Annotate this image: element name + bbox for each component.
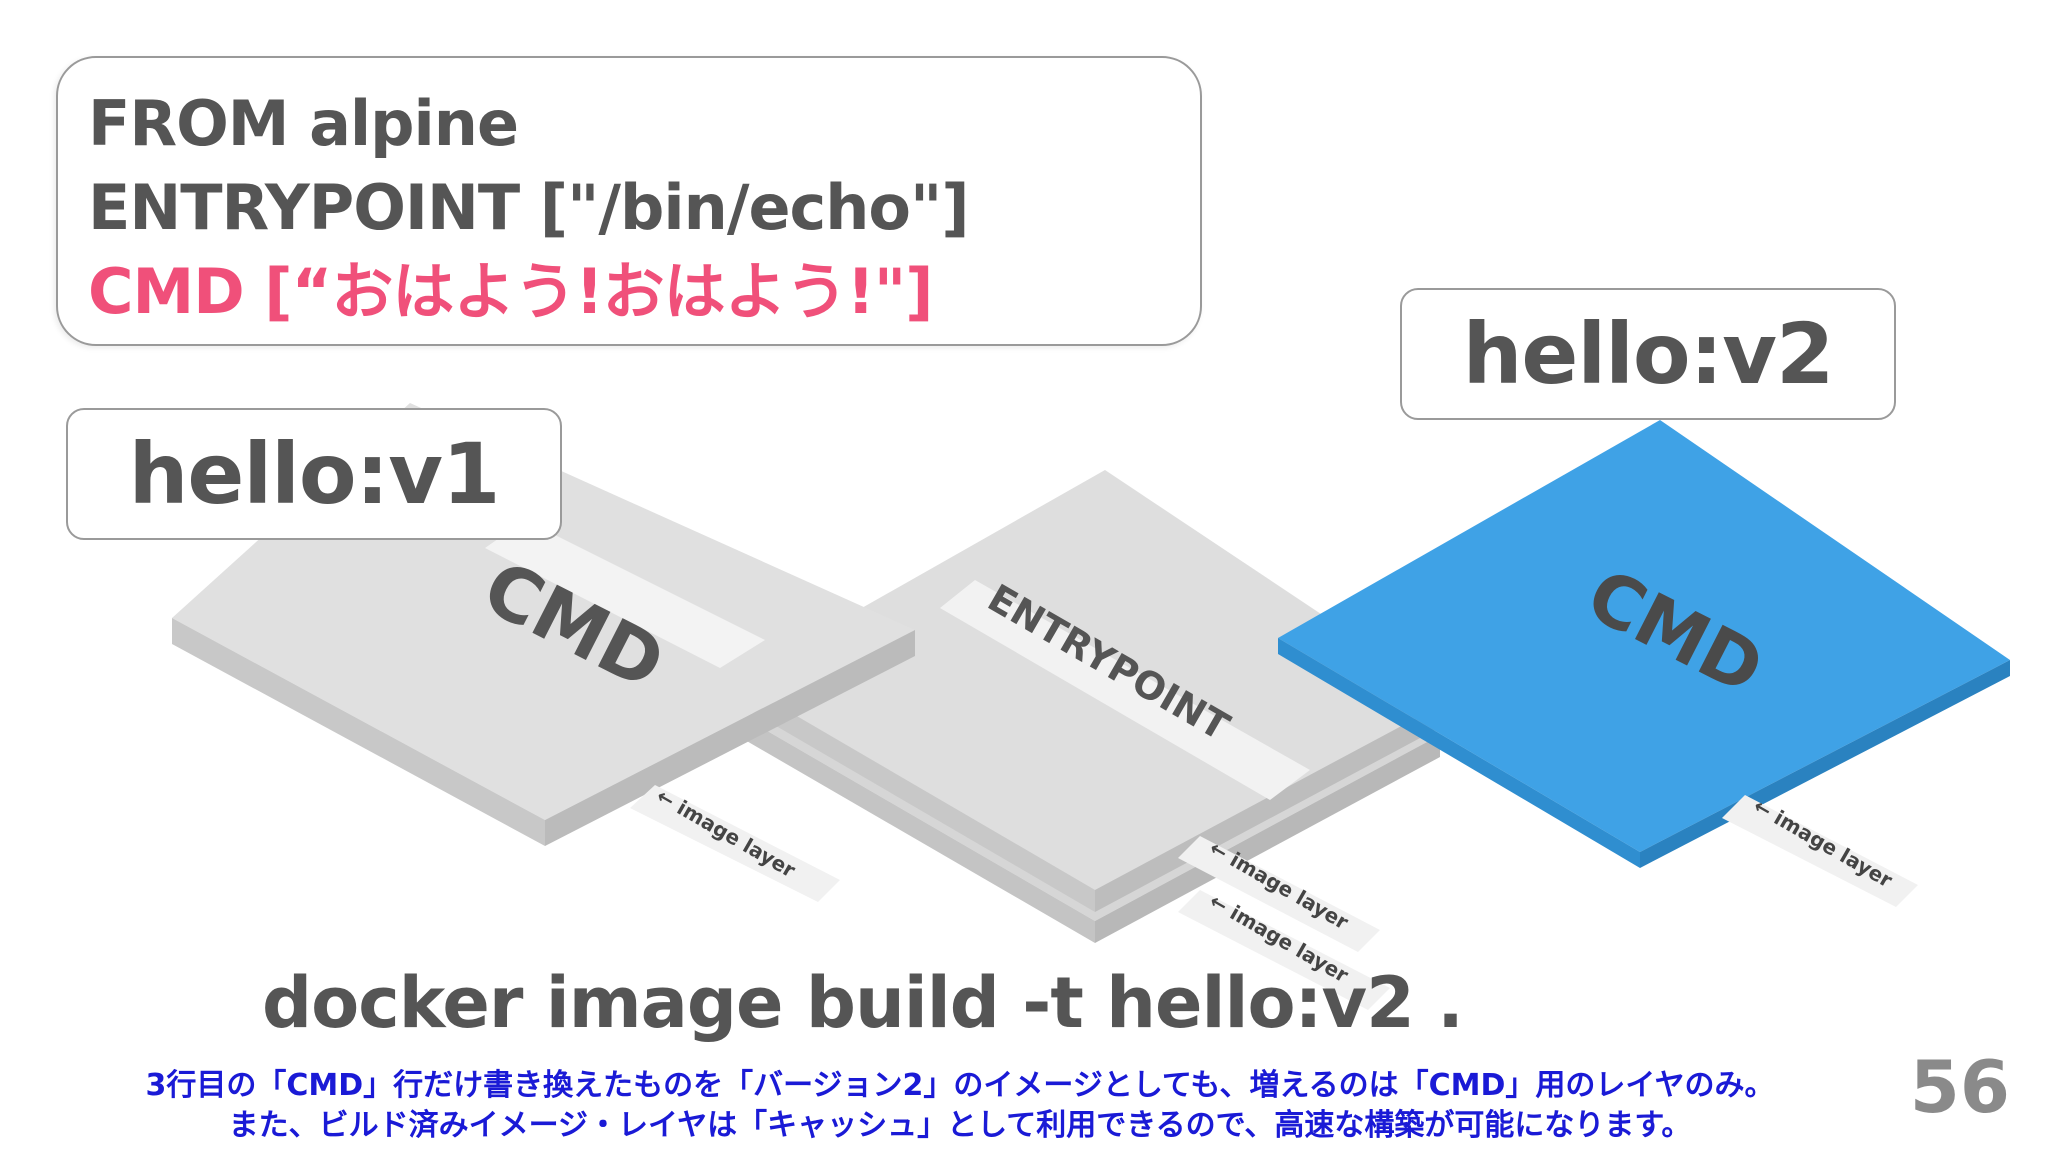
image-layer-label-1: ← image layer (653, 784, 800, 883)
page-number: 56 (1910, 1045, 2010, 1129)
caption-line-2: また、ビルド済みイメージ・レイヤは「キャッシュ」として利用できるので、高速な構築… (0, 1100, 1920, 1144)
tag-hello-v1: hello:v1 (66, 408, 562, 540)
image-layer-tag-4: ← image layer (1722, 794, 1918, 907)
cmd-layer-v2: CMD (1278, 420, 2010, 868)
tag-hello-v2: hello:v2 (1400, 288, 1896, 420)
caption-line-1: 3行目の「CMD」行だけ書き換えたものを「バージョン2」のイメージとしても、増え… (0, 1060, 1920, 1104)
image-layer-tag-1: ← image layer (630, 784, 840, 902)
build-command: docker image build -t hello:v2 . (262, 962, 1463, 1044)
entrypoint-layer-stack: ENTRYPOINT (735, 470, 1450, 943)
